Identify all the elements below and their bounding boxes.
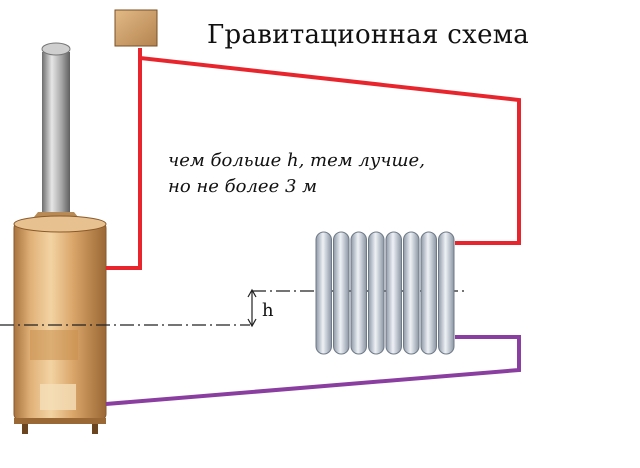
height-note-line-1: чем больше h, тем лучше, (168, 150, 425, 171)
radiator-section (385, 231, 402, 355)
radiator-section (333, 231, 350, 355)
height-label: h (262, 300, 274, 321)
radiator (315, 231, 455, 355)
boiler (13, 215, 107, 434)
radiator-section (315, 231, 332, 355)
radiator-section (420, 231, 437, 355)
height-dimension (247, 288, 257, 328)
radiator-section (438, 231, 455, 355)
radiator-section (350, 231, 367, 355)
expansion-tank (114, 9, 158, 47)
radiator-section (403, 231, 420, 355)
height-note-line-2: но не более 3 м (168, 176, 318, 197)
diagram-title: Гравитационная схема (207, 20, 530, 50)
chimney (30, 42, 82, 222)
return-pipe (105, 335, 521, 406)
radiator-section (368, 231, 385, 355)
supply-pipe (106, 48, 521, 270)
